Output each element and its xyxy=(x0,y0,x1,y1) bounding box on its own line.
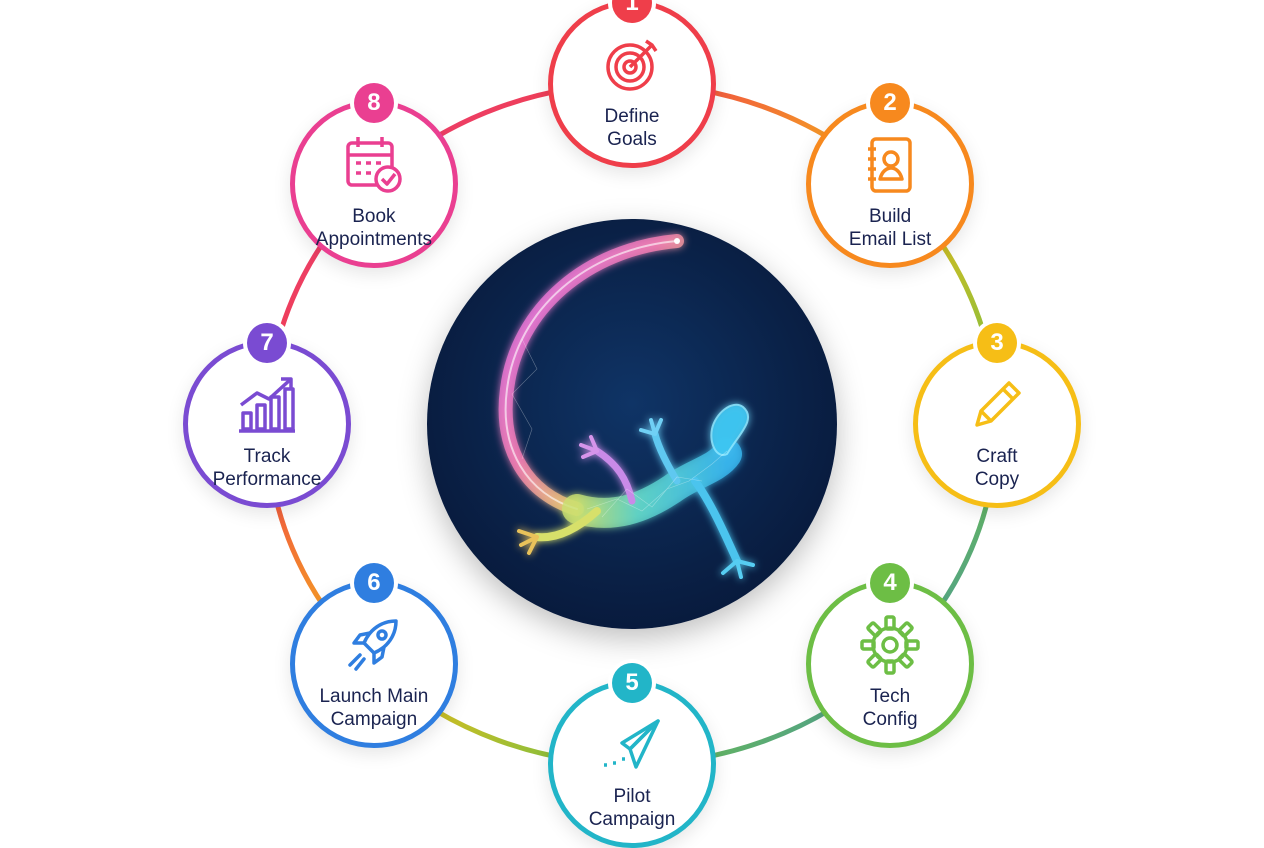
contact-book-icon xyxy=(858,133,922,197)
step-label-line2: Copy xyxy=(974,469,1020,490)
step-label-line2: Config xyxy=(862,709,918,731)
paper-plane-icon xyxy=(600,713,664,777)
center-gecko-image xyxy=(427,219,837,629)
step-label-line1: Launch Main xyxy=(319,686,429,708)
pencil-icon xyxy=(965,373,1029,437)
gear-icon xyxy=(858,613,922,677)
calendar-check-icon xyxy=(342,133,406,197)
target-icon xyxy=(600,33,664,97)
step-label-line1: Tech xyxy=(870,686,911,708)
step-label-line2: Goals xyxy=(607,129,657,150)
step-label-line2: Campaign xyxy=(588,809,676,830)
step-number-badge: 3 xyxy=(977,323,1017,363)
step-label-line1: Craft xyxy=(976,446,1018,467)
rocket-icon xyxy=(342,613,406,677)
step-number-badge: 1 xyxy=(612,0,652,23)
step-number-badge: 2 xyxy=(870,82,911,123)
step-label-line1: Pilot xyxy=(613,786,651,807)
step-number-badge: 7 xyxy=(247,323,287,363)
growth-chart-icon xyxy=(235,373,299,437)
neon-gecko-icon xyxy=(498,234,755,579)
step-label-line1: Track xyxy=(243,446,291,467)
step-label-line2: Email List xyxy=(848,228,932,250)
step-label-line2: Campaign xyxy=(330,709,418,731)
step-number-badge: 5 xyxy=(612,663,652,703)
step-label-line2: Performance xyxy=(212,469,322,490)
step-number-badge: 6 xyxy=(353,563,394,604)
step-label-line1: Build xyxy=(868,205,912,227)
step-label-line1: Book xyxy=(352,205,396,227)
step-label-line1: Define xyxy=(604,106,660,127)
step-number-badge: 8 xyxy=(353,82,394,123)
step-number-badge: 4 xyxy=(870,563,911,604)
step-label-line2: Appointments xyxy=(315,228,432,250)
